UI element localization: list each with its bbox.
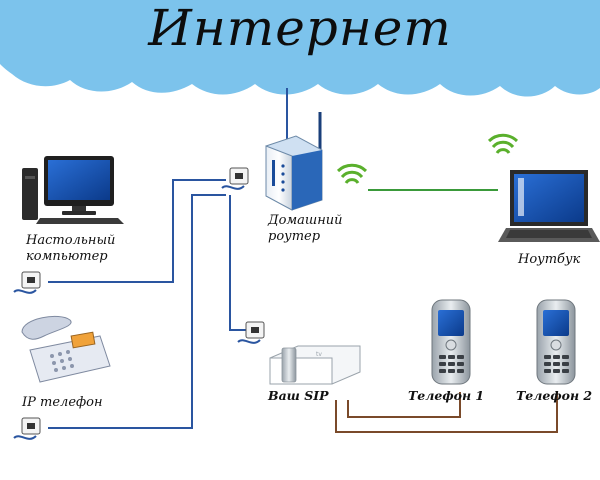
mobile-phone-icon xyxy=(431,299,471,385)
router-label: Домашний роутер xyxy=(268,213,343,245)
sip-label: Ваш SIP xyxy=(268,388,329,403)
connections xyxy=(48,88,558,433)
sip-box-icon: tv xyxy=(269,345,361,385)
router-sip-line xyxy=(229,195,250,331)
internet-cloud xyxy=(0,0,600,97)
ethernet-plug-icon xyxy=(237,321,265,344)
desktop-label: Настольный компьютер xyxy=(26,233,115,265)
laptop-label: Ноутбук xyxy=(518,252,581,267)
ipphone-router-line xyxy=(48,194,226,429)
desktop-label-line1: Настольный xyxy=(26,233,116,248)
router-label-line1: Домашний xyxy=(268,213,343,228)
phone1-label: Телефон 1 xyxy=(408,388,485,403)
ethernet-plug-icon xyxy=(221,167,249,190)
router-label-line2: роутер xyxy=(268,229,321,244)
router-icon xyxy=(265,112,323,211)
desktop-computer-icon xyxy=(22,156,124,224)
wifi-signal-icon xyxy=(487,133,519,154)
svg-text:tv: tv xyxy=(316,351,322,358)
laptop-icon xyxy=(498,170,600,242)
cloud-shape xyxy=(0,0,600,97)
ip-phone-icon xyxy=(21,315,111,383)
diagram-title: Интернет xyxy=(148,0,452,57)
sip-phone1-line xyxy=(347,392,461,418)
ethernet-plug-icon xyxy=(13,417,41,440)
desktop-label-line2: компьютер xyxy=(26,249,108,264)
mobile-phone-icon xyxy=(536,299,576,385)
ip-phone-label: IP телефон xyxy=(22,395,103,410)
sip-phone2-line xyxy=(335,392,558,433)
desktop-router-line xyxy=(48,179,226,283)
ethernet-plug-icon xyxy=(13,271,41,294)
phone2-label: Телефон 2 xyxy=(516,388,593,403)
wifi-signal-icon xyxy=(336,163,368,184)
